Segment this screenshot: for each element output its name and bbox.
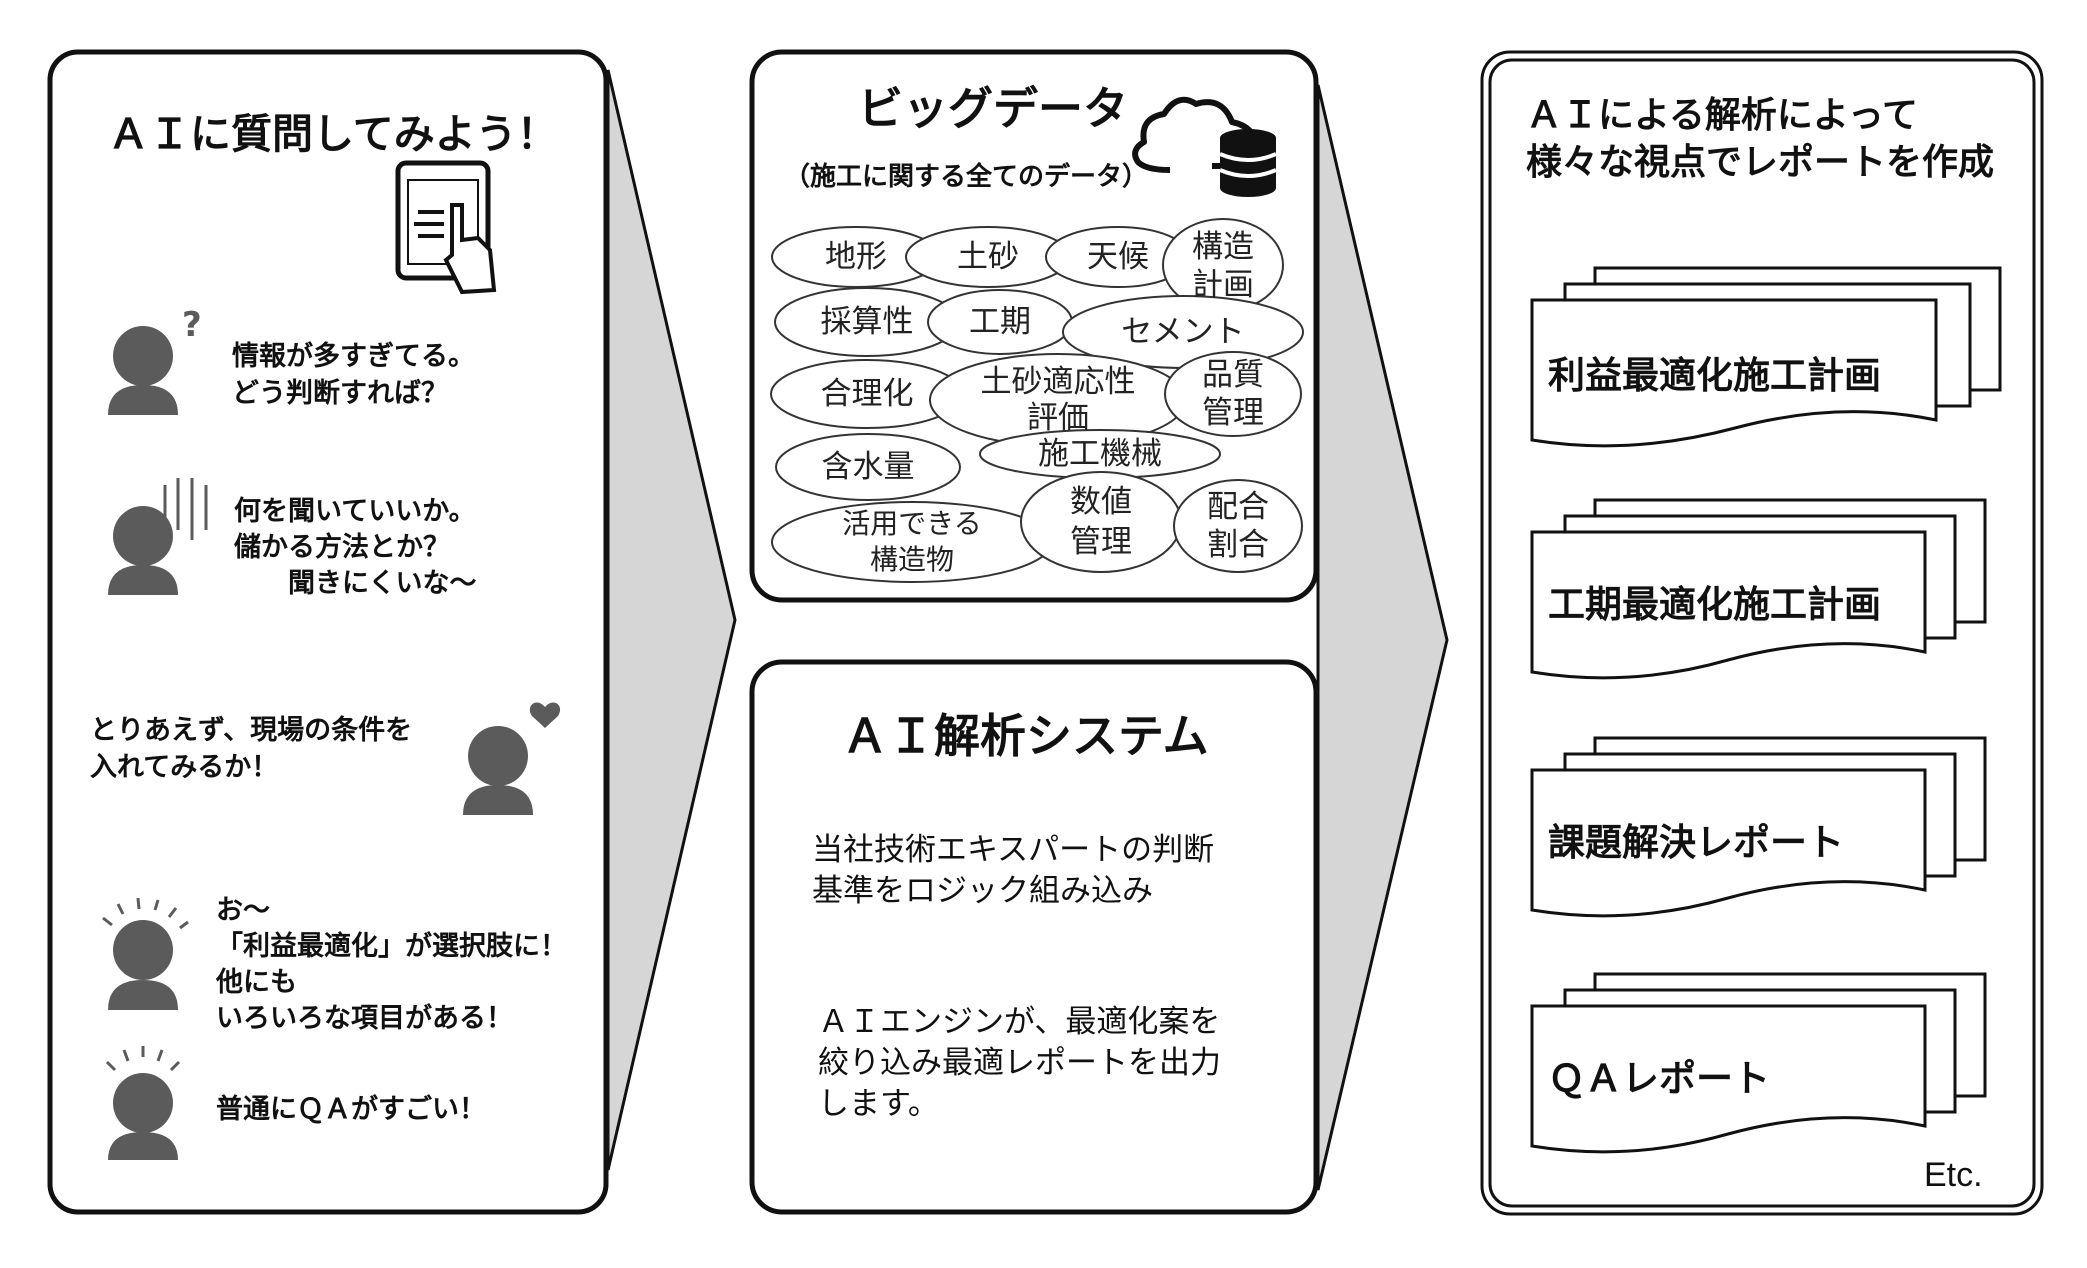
data-item-mix-ratio: 配合 割合 — [1207, 489, 1269, 563]
report-doc-stack-3 — [1530, 736, 1987, 918]
report-label-schedule: 工期最適化施工計画 — [1548, 583, 1881, 626]
person-amazed-icon — [105, 1046, 181, 1160]
report-doc-stack-4 — [1530, 972, 1987, 1154]
data-item-machinery: 施工機械 — [1038, 436, 1162, 472]
data-ellipse-moisture — [775, 433, 961, 501]
data-item-soil: 土砂 — [957, 239, 1019, 275]
report-label-profit: 利益最適化施工計画 — [1548, 354, 1881, 397]
data-item-quality: 品質 管理 — [1202, 357, 1264, 431]
data-item-structures: 活用できる 構造物 — [842, 507, 982, 576]
data-item-profitability: 採算性 — [820, 304, 914, 340]
data-item-terrain: 地形 — [825, 239, 887, 275]
svg-text:?: ? — [182, 305, 202, 345]
data-item-rationalization: 合理化 — [820, 376, 914, 412]
data-item-cement: セメント — [1121, 314, 1245, 350]
bubble-text-4: お～ 「利益最適化」が選択肢に！ 他にも いろいろな項目がある！ — [216, 895, 567, 1034]
big-data-subtitle: （施工に関する全てのデータ） — [784, 162, 1149, 192]
person-heart-icon — [463, 702, 561, 815]
data-item-structure-plan: 構造 計画 — [1192, 229, 1254, 303]
ai-system-panel-frame — [749, 659, 1319, 1215]
tablet-touch-icon — [395, 160, 497, 295]
big-data-title: ビッグデータ — [858, 82, 1129, 135]
flow-arrow-left — [606, 69, 737, 1171]
person-excited-icon — [102, 897, 189, 1010]
report-label-qa: ＱＡレポート — [1548, 1057, 1770, 1100]
right-panel-title: ＡＩによる解析によって 様々な視点でレポートを作成 — [1526, 95, 1995, 183]
cloud-database-icon — [1132, 96, 1277, 197]
data-item-schedule: 工期 — [969, 304, 1031, 340]
data-ellipse-mix-ratio — [1173, 479, 1303, 573]
left-panel-title: ＡＩに質問してみよう！ — [108, 110, 558, 158]
ai-system-title: ＡＩ解析システム — [842, 709, 1209, 763]
report-doc-stack-1 — [1530, 266, 2002, 448]
person-gloomy-icon — [108, 478, 208, 595]
bubble-text-2: 何を聞いていいか。 儲かる方法とか？ 聞きにくいな～ — [234, 496, 477, 599]
flow-arrow-right — [1316, 84, 1449, 1191]
bubble-text-1: 情報が多すぎてる。 どう判断すれば？ — [232, 341, 475, 409]
report-doc-stack-2 — [1530, 498, 1987, 680]
ai-system-desc-1: 当社技術エキスパートの判断 基準をロジック組み込み — [812, 832, 1215, 909]
bubble-text-3: とりあえず、現場の条件を 入れてみるか！ — [90, 715, 413, 783]
bubble-text-5: 普通にＱＡがすごい！ — [216, 1094, 486, 1125]
person-confused-icon: ? — [108, 305, 202, 415]
data-item-numeric: 数値 管理 — [1070, 484, 1132, 560]
etc-label: Etc. — [1924, 1156, 1983, 1194]
data-item-moisture: 含水量 — [821, 449, 915, 485]
data-item-weather: 天候 — [1087, 239, 1149, 275]
right-panel-frame-inner — [1488, 58, 2036, 1208]
report-label-issue: 課題解決レポート — [1548, 821, 1844, 864]
data-item-soil-evaluation: 土砂適応性 評価 — [980, 364, 1136, 436]
ai-system-desc-2: ＡＩエンジンが、最適化案を 絞り込み最適レポートを出力 します。 — [818, 1004, 1221, 1122]
data-ellipse-quality — [1164, 351, 1302, 437]
left-panel-frame — [47, 49, 609, 1215]
